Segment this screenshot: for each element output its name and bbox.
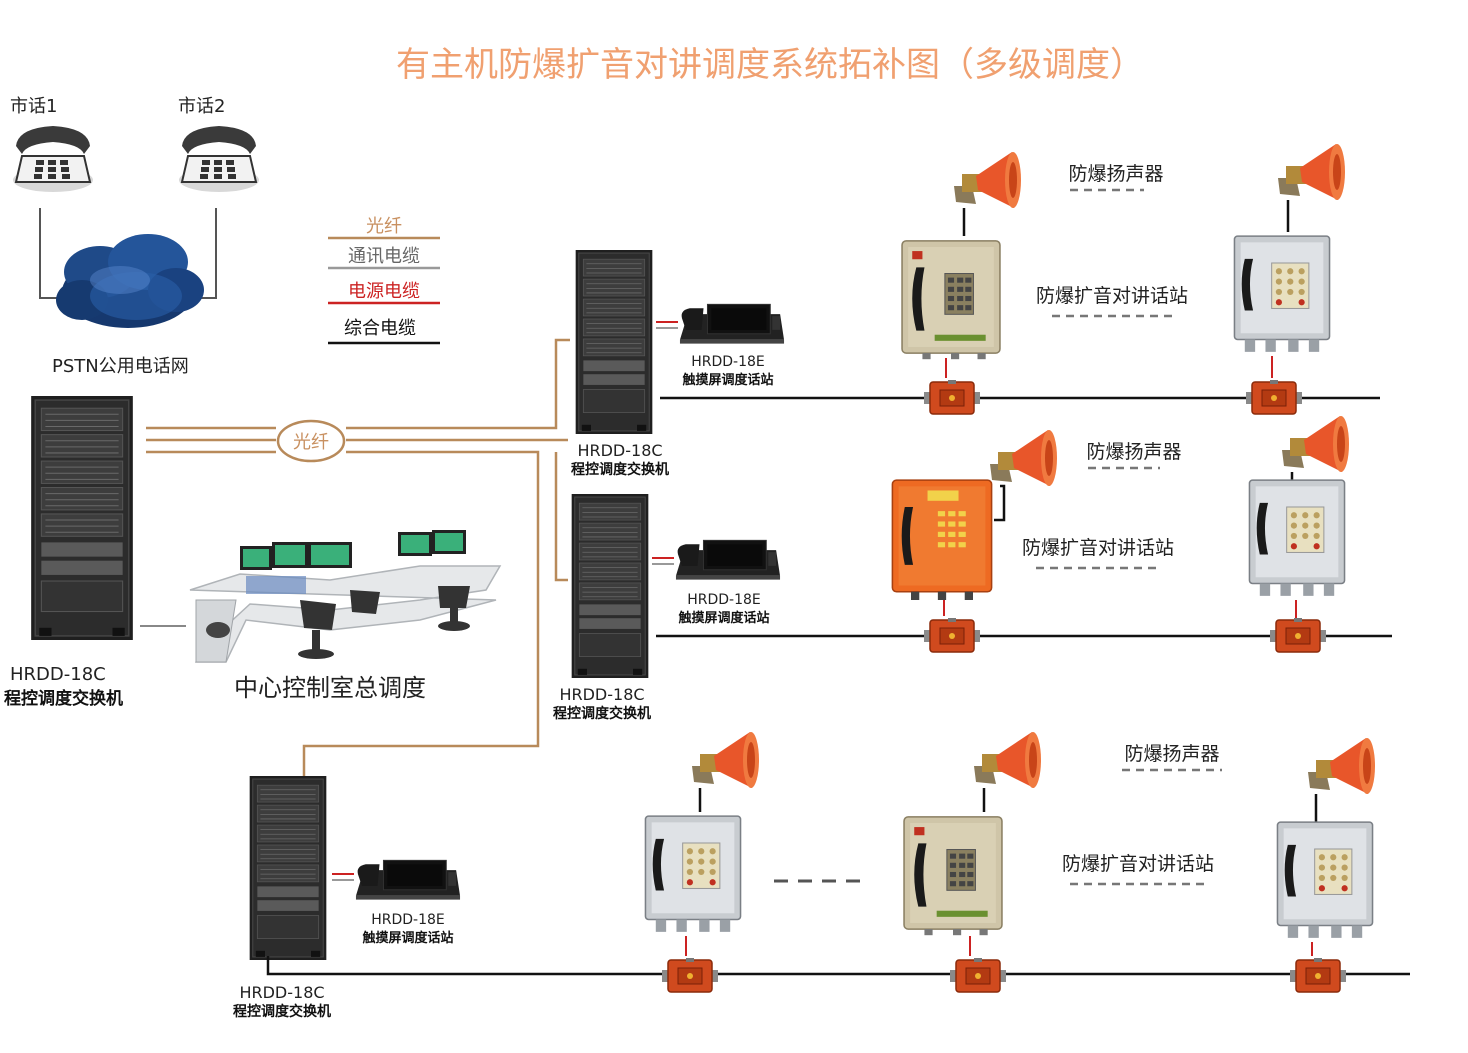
phone-2-label: 市话2 — [178, 96, 225, 117]
junction-box-icon — [924, 618, 980, 653]
fiber-tag-oval — [276, 419, 346, 463]
console-3-name: 触摸屏调度话站 — [361, 930, 453, 946]
console-3-icon — [355, 859, 461, 901]
sub-switch-2-name: 程控调度交换机 — [553, 705, 651, 722]
junction-box-icon — [924, 380, 980, 415]
legend-comm-label: 通讯电缆 — [348, 246, 420, 267]
horn-speaker-icon — [692, 732, 759, 788]
horn-speaker-icon — [1308, 738, 1375, 794]
intercom-station-icon — [891, 479, 993, 600]
diagram-title: 有主机防爆扩音对讲调度系统拓补图（多级调度） — [396, 45, 1144, 85]
console-1-model: HRDD-18E — [691, 354, 765, 370]
sub-switch-2-cabinet — [571, 494, 649, 678]
legend: 光纤 通讯电缆 电源电缆 综合电缆 — [328, 216, 440, 345]
junction-box-icon — [1270, 618, 1326, 653]
legend-power-label: 电源电缆 — [348, 281, 420, 302]
horn-speaker-icon — [974, 732, 1041, 788]
intercom-station-icon — [1276, 821, 1374, 939]
phone-2-line — [196, 208, 217, 299]
row-3-composite-cable — [266, 956, 1410, 976]
speaker-label-2: 防爆扬声器 — [1086, 441, 1181, 463]
control-room-label: 中心控制室总调度 — [234, 674, 426, 702]
junction-box-icon — [1246, 380, 1302, 415]
telephone-icon — [178, 125, 260, 193]
intercom-station-icon — [903, 816, 1003, 936]
sub-switch-1-name: 程控调度交换机 — [571, 461, 669, 478]
horn-speaker-icon — [954, 152, 1021, 208]
horn-speaker-icon — [1282, 416, 1349, 472]
horn-speaker-icon — [1278, 144, 1345, 200]
main-switch-name: 程控调度交换机 — [4, 688, 123, 709]
main-switch-model: HRDD-18C — [10, 664, 106, 685]
console-2-model: HRDD-18E — [687, 592, 761, 608]
junction-box-icon — [950, 958, 1006, 993]
intercom-station-icon — [1233, 235, 1331, 353]
intercom-label-3: 防爆扩音对讲话站 — [1062, 853, 1214, 875]
junction-box-icon — [1290, 958, 1346, 993]
telephone-icon — [12, 125, 94, 193]
speaker-label-3: 防爆扬声器 — [1124, 743, 1219, 765]
control-room-icon — [189, 530, 502, 663]
speaker-3-link — [994, 484, 1006, 522]
main-switch-cabinet — [30, 396, 134, 640]
cloud-icon — [56, 234, 204, 328]
legend-composite-label: 综合电缆 — [344, 318, 416, 339]
legend-fiber-label: 光纤 — [366, 216, 402, 237]
phone-1-line — [39, 208, 62, 299]
intercom-station-icon — [1248, 479, 1346, 597]
console-2-icon — [675, 539, 781, 581]
sub-switch-2-model: HRDD-18C — [559, 685, 644, 704]
fiber-tag-label: 光纤 — [293, 432, 329, 453]
console-2-name: 触摸屏调度话站 — [677, 610, 769, 626]
intercom-label-2: 防爆扩音对讲话站 — [1022, 537, 1174, 559]
sub-switch-3-model: HRDD-18C — [239, 983, 324, 1002]
pstn-label: PSTN公用电话网 — [52, 356, 189, 377]
intercom-station-icon — [644, 815, 742, 933]
intercom-station-icon — [901, 240, 1001, 360]
intercom-label-1: 防爆扩音对讲话站 — [1036, 285, 1188, 307]
junction-box-icon — [662, 958, 718, 993]
sub-switch-3-name: 程控调度交换机 — [233, 1003, 331, 1020]
phone-1-label: 市话1 — [10, 96, 57, 117]
horn-speaker-icon — [990, 430, 1057, 486]
speaker-label-1: 防爆扬声器 — [1068, 163, 1163, 185]
sub-switch-1-cabinet — [575, 250, 653, 434]
console-1-name: 触摸屏调度话站 — [681, 372, 773, 388]
fiber-links — [146, 338, 570, 776]
sub-switch-1-model: HRDD-18C — [577, 441, 662, 460]
sub-switch-3-cabinet — [249, 776, 327, 960]
console-3-model: HRDD-18E — [371, 912, 445, 928]
console-1-icon — [679, 303, 785, 345]
